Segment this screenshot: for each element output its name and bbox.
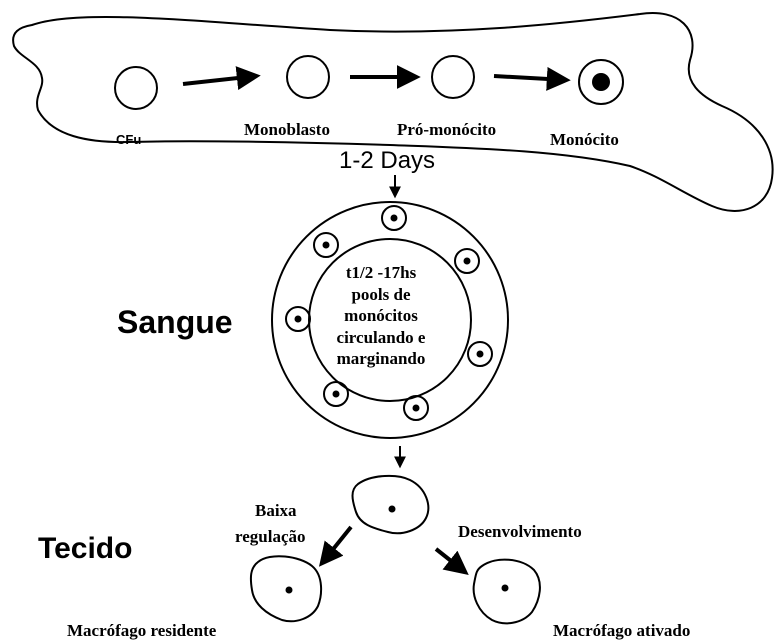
monoblasto-label: Monoblasto: [244, 121, 330, 138]
arrow-to-resident: [322, 527, 351, 563]
blood-center-line: marginando: [313, 348, 449, 370]
monoblasto-cell: [287, 56, 329, 98]
duration-label: 1-2 Days: [339, 149, 435, 173]
ring-monocyte: [324, 382, 348, 406]
blood-center-line: pools de: [313, 284, 449, 306]
ring-monocyte: [314, 233, 338, 257]
blood-center-text: t1/2 -17hs pools de monócitos circulando…: [313, 262, 449, 370]
tissue-monocyte: [353, 476, 429, 533]
resident-macrophage-nucleus: [286, 587, 293, 594]
arrow-cfu-monoblasto: [183, 76, 256, 84]
blood-center-line: t1/2 -17hs: [313, 262, 449, 284]
resident-macrophage-label: Macrófago residente: [67, 622, 216, 639]
bone-marrow-outline: [13, 13, 772, 211]
desenvolvimento-label: Desenvolvimento: [458, 523, 582, 540]
baixa-label: Baixa: [255, 502, 297, 519]
activated-macrophage-label: Macrófago ativado: [553, 622, 690, 639]
tissue-title: Tecido: [38, 534, 132, 564]
ring-monocyte: [455, 249, 479, 273]
pro-monocito-cell: [432, 56, 474, 98]
cfu-cell: [115, 67, 157, 109]
monocito-label: Monócito: [550, 131, 619, 148]
regulacao-label: regulação: [235, 528, 306, 545]
activated-macrophage: [474, 560, 540, 624]
ring-monocyte: [404, 396, 428, 420]
blood-center-line: monócitos: [313, 305, 449, 327]
tissue-monocyte-nucleus: [389, 506, 396, 513]
blood-center-line: circulando e: [313, 327, 449, 349]
ring-monocyte: [286, 307, 310, 331]
monocito-nucleus: [592, 73, 610, 91]
ring-monocyte: [382, 206, 406, 230]
blood-title: Sangue: [117, 306, 233, 338]
ring-monocyte: [468, 342, 492, 366]
arrow-to-activated: [436, 549, 465, 572]
cfu-label: CFu: [116, 133, 141, 146]
activated-macrophage-nucleus: [502, 585, 509, 592]
arrow-pro-monocito: [494, 76, 566, 80]
pro-monocito-label: Pró-monócito: [397, 121, 496, 138]
